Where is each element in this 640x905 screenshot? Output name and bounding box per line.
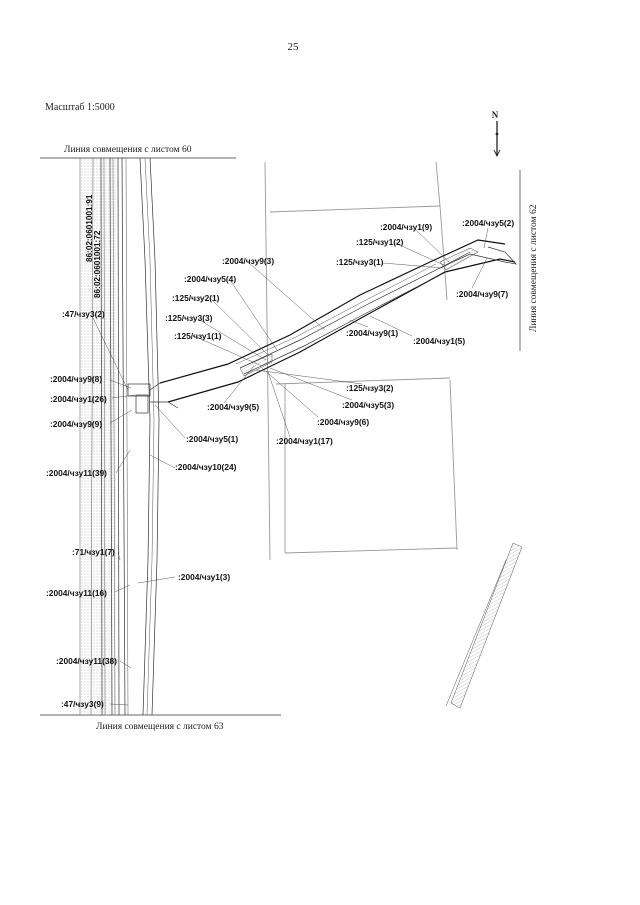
parcel-label: :2004/чзу9(1) (346, 328, 398, 338)
parcel-label: :2004/чзу11(16) (46, 588, 107, 598)
parcel-label: :125/чзу1(2) (356, 237, 404, 247)
parcel-label: :2004/чзу1(17) (276, 436, 333, 446)
parcel-label: :2004/чзу9(5) (207, 402, 259, 412)
parcel-label: :2004/чзу10(24) (175, 462, 237, 472)
parcel-label: :2004/чзу9(9) (50, 419, 102, 429)
parcel-label: :2004/чзу5(4) (184, 274, 236, 284)
parcel-label: :2004/чзу5(2) (462, 218, 514, 228)
parcel-labels: :47/чзу3(2) :2004/чзу9(8) :2004/чзу1(26)… (46, 218, 514, 709)
svg-text:Линия совмещения с листом 60: Линия совмещения с листом 60 (64, 145, 192, 155)
svg-text:Линия совмещения с листом 62: Линия совмещения с листом 62 (529, 204, 539, 332)
parcel-label: :125/чзу3(3) (165, 313, 213, 323)
match-line-right: Линия совмещения с листом 62 (519, 170, 539, 351)
parcel-label: :2004/чзу9(8) (50, 374, 102, 384)
north-arrow-icon: N (492, 110, 501, 158)
parcel-label: :2004/чзу5(1) (186, 434, 238, 444)
parcel-label: :125/чзу2(1) (172, 293, 220, 303)
parcel-label: :125/чзу1(1) (174, 331, 222, 341)
scale-label: Масштаб 1:5000 (45, 102, 115, 113)
linear-corridor (79, 157, 160, 716)
parcel-label: :2004/чзу1(26) (50, 394, 107, 404)
svg-text:Линия совмещения с листом 63: Линия совмещения с листом 63 (96, 722, 224, 732)
parcel-label: :125/чзу3(1) (336, 257, 384, 267)
parcel-label: :71/чзу1(7) (72, 547, 115, 557)
parcel-label: :2004/чзу5(3) (342, 400, 394, 410)
parcel-label: :2004/чзу1(5) (413, 336, 465, 346)
hatched-strip (445, 542, 523, 709)
land-plots (264, 161, 458, 561)
parcel-label: :125/чзу3(2) (346, 383, 394, 393)
svg-text:N: N (492, 110, 499, 120)
parcel-label: :47/чзу3(2) (62, 309, 105, 319)
parcel-label: :2004/чзу1(3) (178, 572, 230, 582)
cadastral-block-2: 86:02:0601001:72 (93, 230, 102, 298)
match-line-bottom: Линия совмещения с листом 63 (40, 714, 281, 732)
junction-detail (127, 382, 179, 414)
leader-lines (91, 227, 489, 706)
cadastral-block-1: 86:02:0601001:91 (85, 194, 94, 262)
parcel-label: :47/чзу3(9) (61, 699, 104, 709)
parcel-label: :2004/чзу9(3) (222, 256, 274, 266)
parcel-label: :2004/чзу11(38) (56, 656, 117, 666)
page-number: 25 (288, 41, 300, 53)
parcel-label: :2004/чзу11(39) (46, 468, 107, 478)
parcel-label: :2004/чзу9(6) (317, 417, 369, 427)
parcel-label: :2004/чзу1(9) (380, 222, 432, 232)
pipeline-corridor (159, 239, 517, 403)
parcel-label: :2004/чзу9(7) (456, 289, 508, 299)
match-line-top: Линия совмещения с листом 60 (40, 145, 236, 159)
